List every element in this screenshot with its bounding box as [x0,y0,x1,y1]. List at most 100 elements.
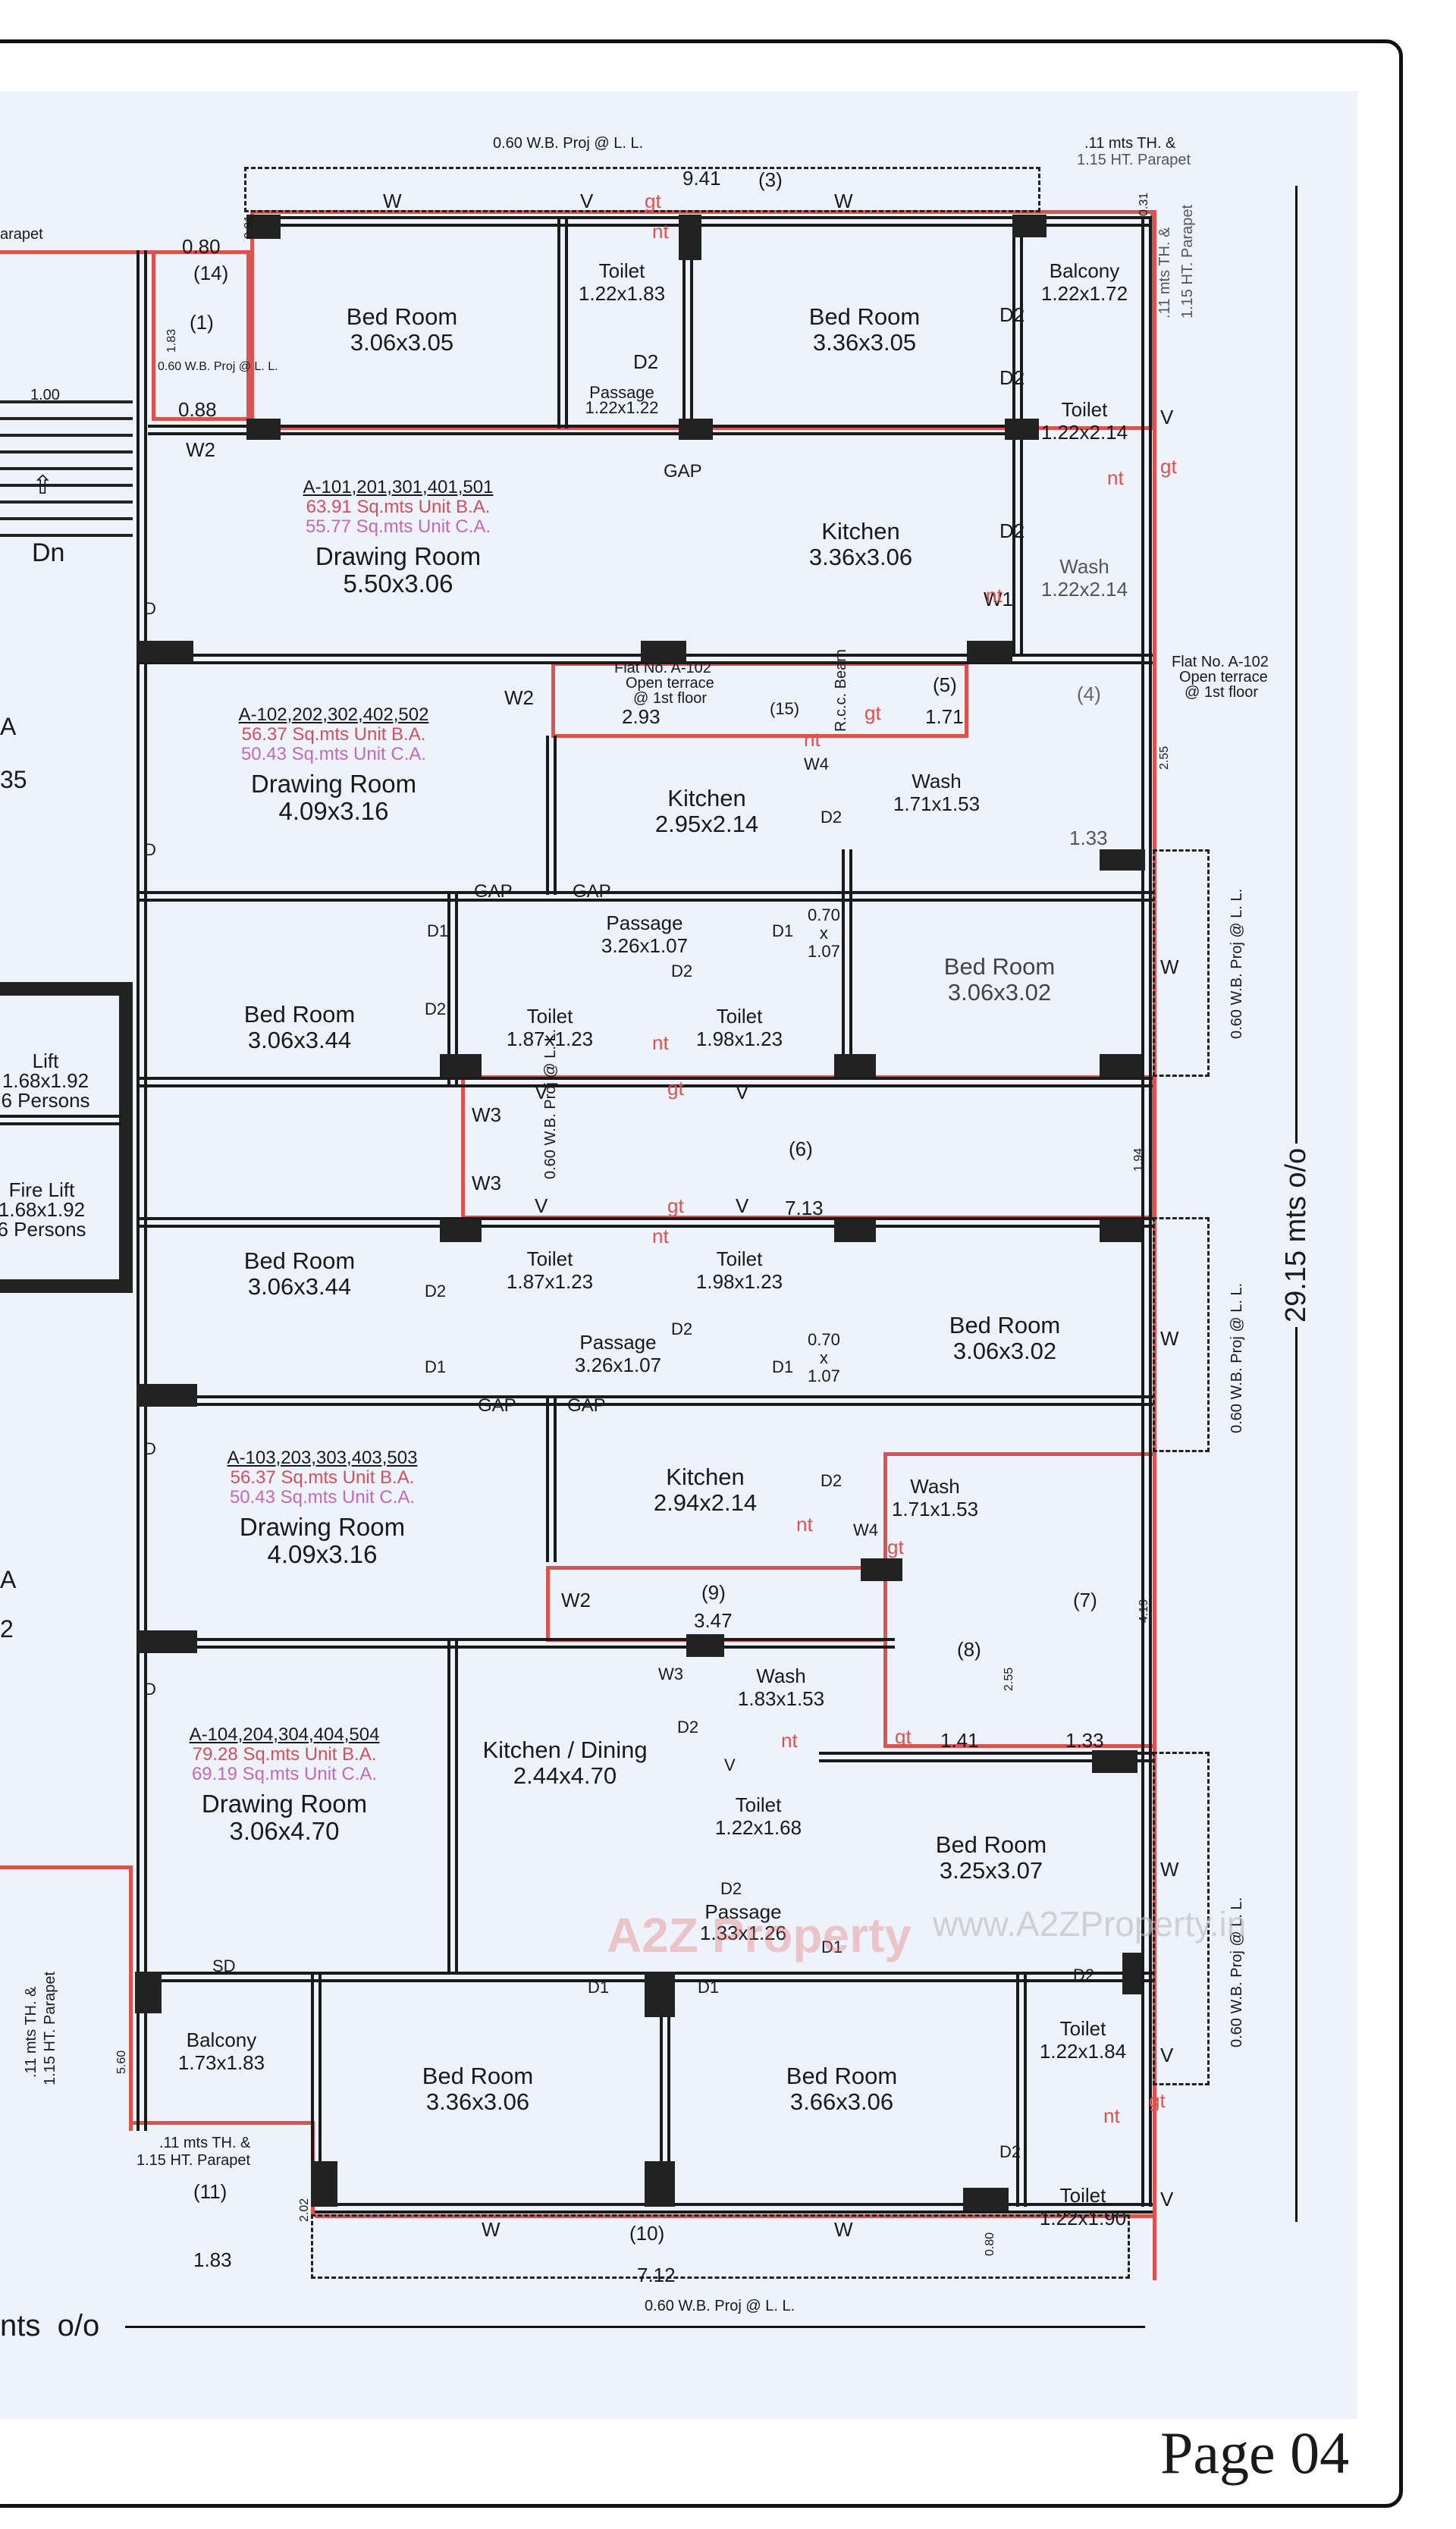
dim-712: 7.12 [637,2264,676,2286]
wb-projection-note-bottom: 0.60 W.B. Proj @ L. L. [645,2298,795,2314]
wb-projection-right-note-1: 0.60 W.B. Proj @ L. L. [1228,888,1245,1039]
unit-code: A-103,203,303,403,503 [227,1448,418,1468]
pipe-tag-gt: gt [895,1725,912,1748]
dim-7: (7) [1073,1589,1097,1611]
terrace-7-8 [883,1452,1155,1748]
terrace-11 [0,1865,133,2131]
opening-size-070: 0.70 x 1.07 [808,905,840,961]
column [679,215,701,260]
dim-941: 9.41 [682,167,721,190]
column [686,1634,724,1657]
column [311,2161,337,2207]
unit-built-area: 63.91 Sq.mts Unit B.A. [306,497,491,517]
unit-carpet-area: 50.43 Sq.mts Unit C.A. [240,744,427,764]
opening-w: W [1160,955,1179,978]
opening-d2: D2 [633,350,659,373]
opening-d1: D1 [772,1357,794,1376]
overall-dim-horizontal: nts o/o [0,2309,100,2342]
parapet-bottom-note-2: 1.15 HT. Parapet [136,2152,251,2169]
column [440,1219,482,1242]
wall [819,1752,1153,1762]
parapet-bottom-note-1: .11 mts TH. & [159,2135,251,2151]
wall [136,891,1153,902]
dim-133: 1.33 [1069,827,1108,849]
dim-202: 2.02 [298,2198,311,2222]
unit-code: A-104,204,304,404,504 [189,1724,380,1745]
opening-d2: D2 [999,519,1025,542]
opening-sd: SD [212,1956,236,1975]
dim-419: 4.19 [1138,1599,1150,1623]
column [967,641,1012,662]
opening-d: D [144,599,156,618]
wall [546,736,557,895]
dim-347: 3.47 [694,1609,733,1632]
dim-293: 2.93 [622,705,661,728]
pipe-tag-gt: gt [645,190,661,212]
column [641,641,686,662]
opening-d2: D2 [999,366,1025,389]
column [1100,1054,1141,1077]
parapet-right-note-1: .11 mts TH. & [1156,227,1173,318]
overall-dim-line-horizontal [125,2326,1145,2328]
pipe-tag-nt: nt [986,584,1003,607]
opening-d2: D2 [671,1319,693,1338]
unit-carpet-area: 50.43 Sq.mts Unit C.A. [229,1487,416,1508]
terrace-note-2: Open terrace [626,675,714,692]
dim-1: (1) [190,311,214,334]
opening-gap: GAP [573,881,611,902]
column [1100,1219,1141,1242]
opening-w3: W3 [472,1103,501,1126]
dim-5: (5) [933,673,957,696]
wall [311,1972,322,2207]
opening-d2: D2 [1073,1966,1095,1985]
stair-down-arrow-icon: ⇧ [32,471,54,500]
dim-080b: 0.80 [984,2232,996,2256]
dim-141: 1.41 [940,1729,979,1752]
staircase [0,387,133,538]
opening-v: V [535,1081,548,1103]
opening-v-top: V [580,190,594,212]
wall [557,216,568,428]
opening-w3: W3 [472,1172,501,1194]
pipe-tag-nt: nt [652,220,669,243]
left-label-a: A [0,713,17,740]
wb-projection-right-3 [1153,1752,1210,2085]
wall [660,1972,670,2207]
terrace-note-1: Flat No. A-102 [614,660,711,676]
unit-carpet-area: 55.77 Sq.mts Unit C.A. [305,516,491,537]
unit-label-a104: A-104,204,304,404,504 79.28 Sq.mts Unit … [190,1725,380,1845]
unit-carpet-area: 69.19 Sq.mts Unit C.A. [191,1764,378,1784]
parapet-left-note-1: .11 mts TH. & [23,1986,39,2078]
lift-divider [0,1115,121,1125]
opening-d: D [144,1680,156,1699]
wall [1016,1972,1027,2207]
dim-4: (4) [1077,682,1101,705]
unit-label-a101: A-101,201,301,401,501 63.91 Sq.mts Unit … [303,478,494,598]
unit-code: A-101,201,301,401,501 [303,477,494,497]
unit-built-area: 79.28 Sq.mts Unit B.A. [192,1744,377,1765]
pipe-tag-gt: gt [667,1194,684,1217]
left-label-35: 35 [0,766,27,793]
column [1012,215,1046,237]
terrace-note-right-3: @ 1st floor [1185,684,1259,701]
opening-gap: GAP [664,461,702,482]
opening-w4: W4 [853,1520,878,1539]
dim-6: (6) [789,1137,813,1160]
dim-183b: 1.83 [193,2248,232,2271]
unit-label-a103: A-103,203,303,403,503 56.37 Sq.mts Unit … [228,1448,418,1568]
